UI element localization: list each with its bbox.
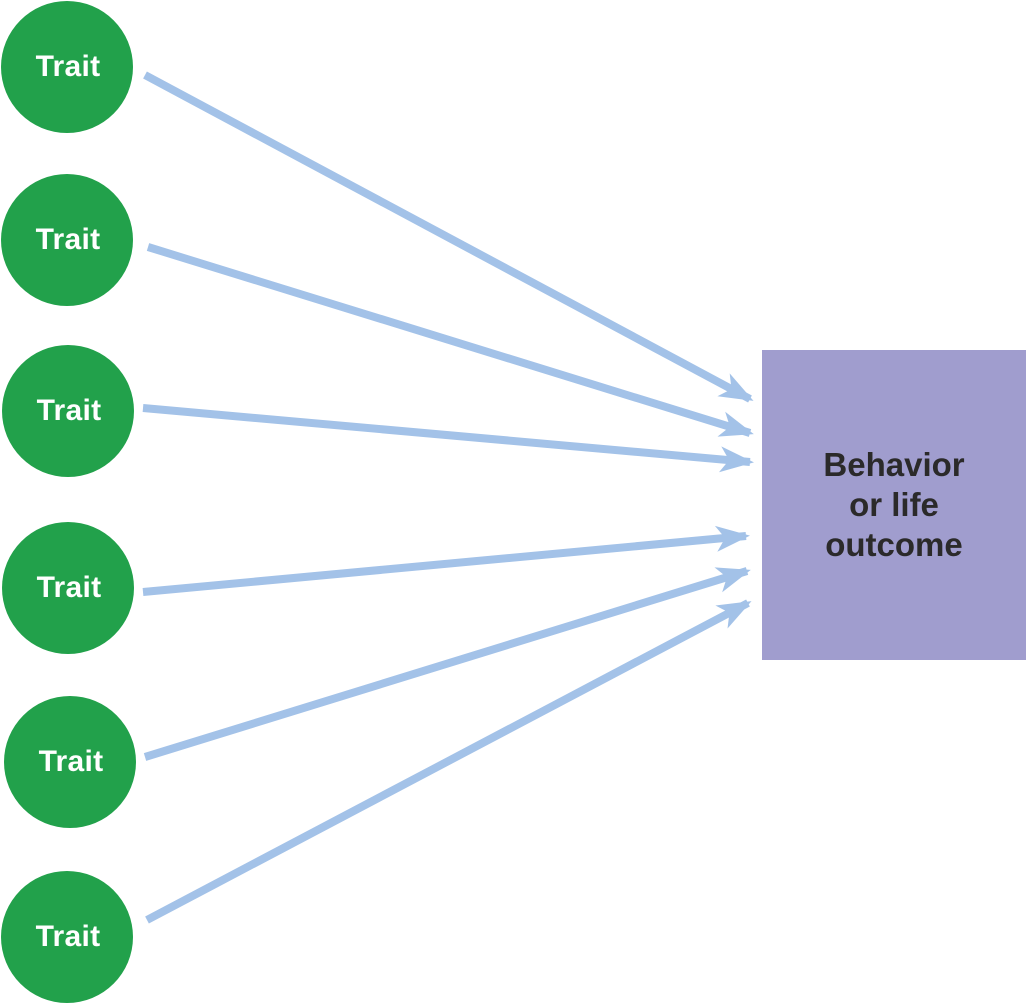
trait-arrow-3 xyxy=(142,404,754,473)
trait-node-6 xyxy=(1,871,133,1003)
trait-node-3 xyxy=(2,345,134,477)
outcome-box xyxy=(762,350,1026,660)
trait-node-5 xyxy=(4,696,136,828)
trait-arrow-6 xyxy=(145,599,752,924)
trait-node-2 xyxy=(1,174,133,306)
trait-node-4 xyxy=(2,522,134,654)
trait-arrow-1 xyxy=(143,71,754,403)
trait-node-1 xyxy=(1,1,133,133)
trait-arrow-5 xyxy=(143,567,751,761)
trait-arrow-4 xyxy=(142,525,750,596)
trait-arrow-2 xyxy=(146,243,754,437)
